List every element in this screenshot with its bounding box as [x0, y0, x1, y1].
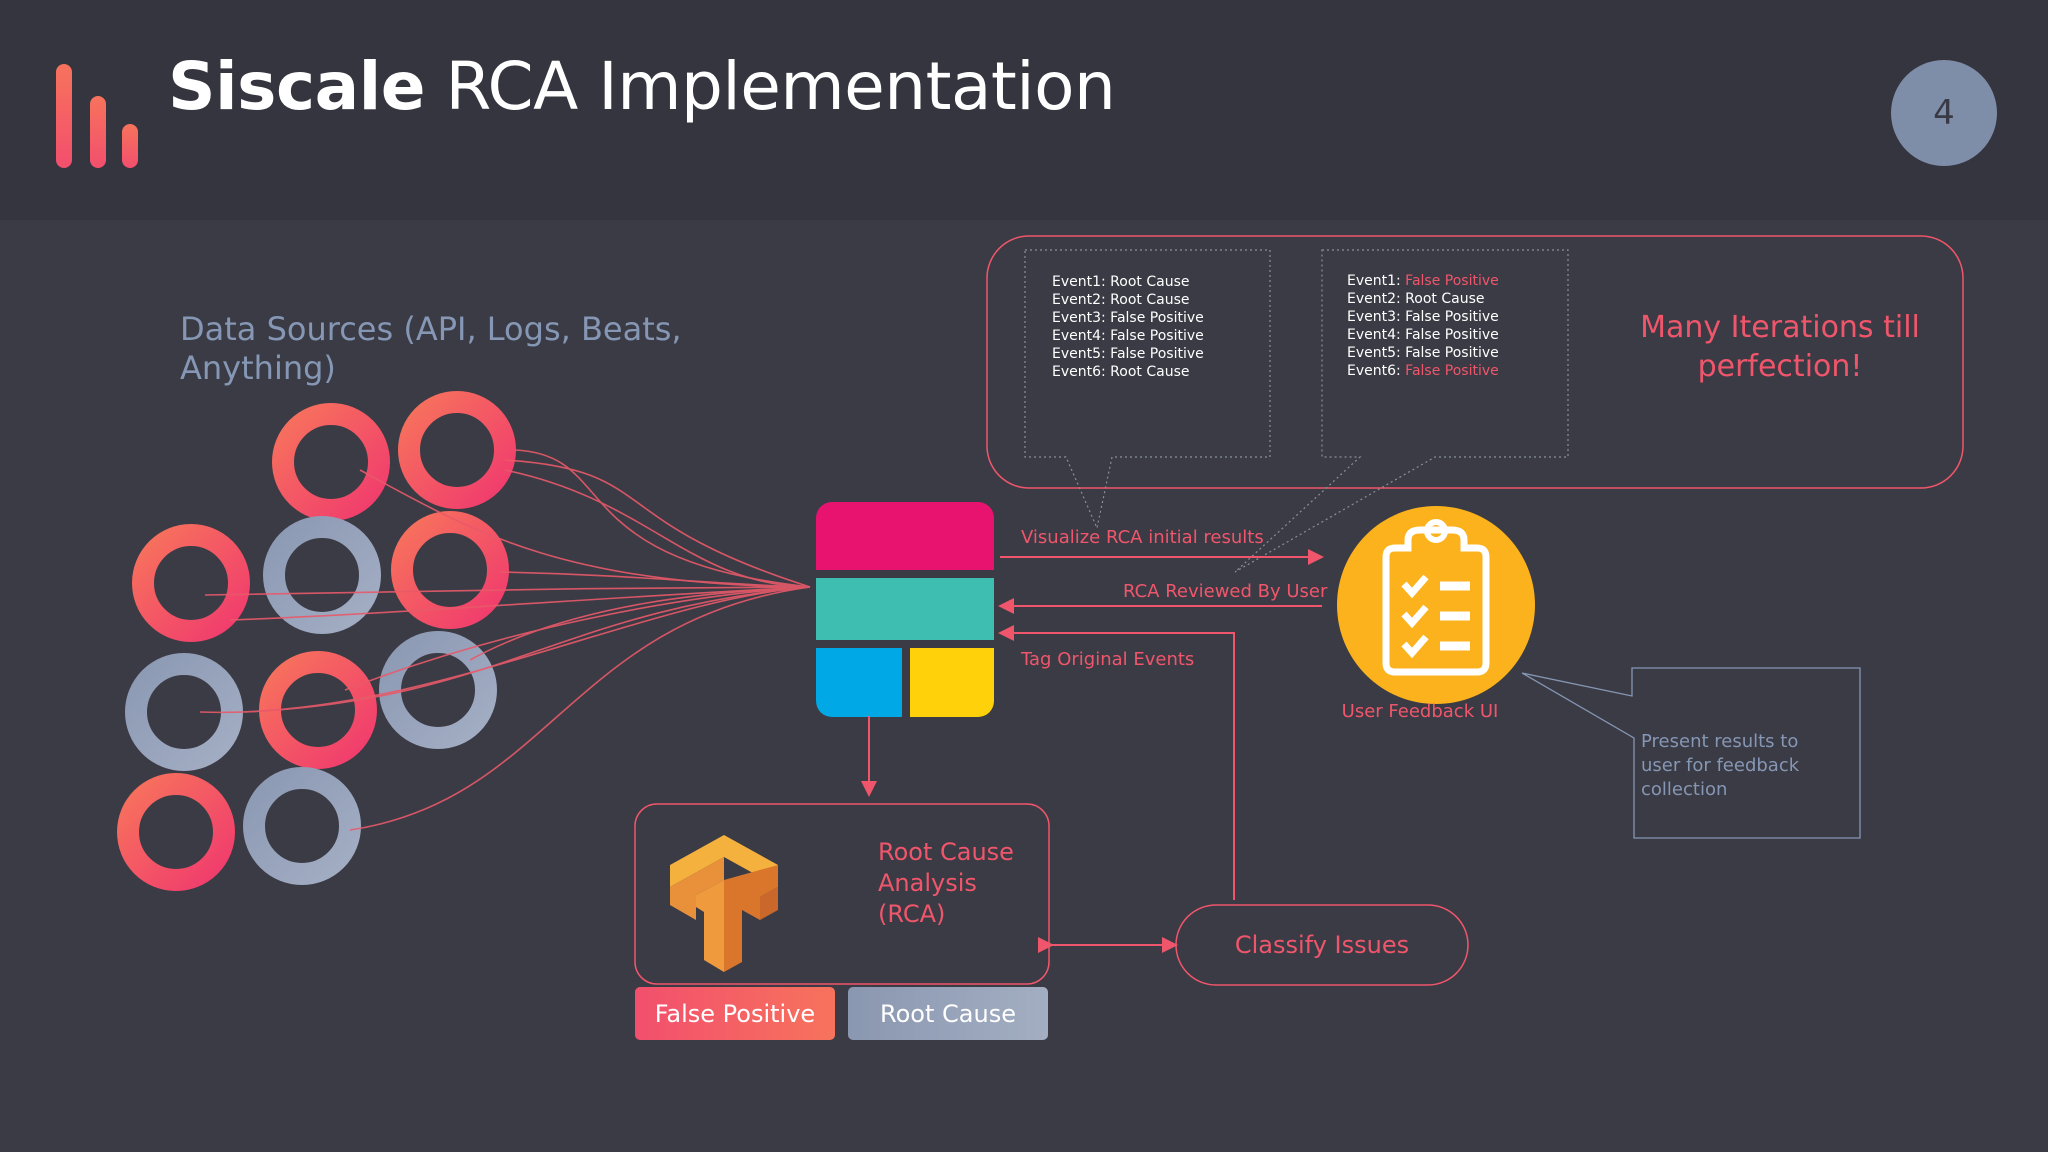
- event-row: Event3: False Positive: [1052, 309, 1204, 327]
- arrow-tag-events: [998, 625, 1235, 900]
- page-number-badge: 4: [1891, 60, 1997, 166]
- user-feedback-ui-label: User Feedback UI: [1341, 701, 1499, 722]
- visualize-label: Visualize RCA initial results: [1021, 527, 1264, 548]
- event-name: Event3:: [1052, 310, 1106, 326]
- siscale-logo-icon: [56, 64, 138, 168]
- event-row: Event2: Root Cause: [1347, 290, 1499, 308]
- root-cause-tag[interactable]: Root Cause: [848, 987, 1048, 1040]
- event-row: Event4: False Positive: [1052, 327, 1204, 345]
- speech-bubbles: [1024, 249, 1569, 573]
- kibana-logo-icon: [816, 502, 994, 717]
- present-results-callout: [1521, 667, 1861, 839]
- event-name: Event5:: [1052, 346, 1106, 362]
- event-name: Event5:: [1347, 345, 1401, 361]
- event-name: Event6:: [1347, 363, 1401, 379]
- event-name: Event2:: [1347, 291, 1401, 307]
- event-name: Event1:: [1052, 274, 1106, 290]
- event-result: Root Cause: [1105, 292, 1190, 308]
- classify-issues-pill: [1175, 904, 1469, 986]
- clipboard-checklist-icon: [1337, 506, 1535, 704]
- event-result: False Positive: [1400, 363, 1499, 379]
- iterations-box: [986, 235, 1964, 489]
- event-row: Event6: Root Cause: [1052, 363, 1204, 381]
- event-result: False Positive: [1105, 310, 1204, 326]
- event-name: Event4:: [1052, 328, 1106, 344]
- event-row: Event3: False Positive: [1347, 308, 1499, 326]
- event-name: Event2:: [1052, 292, 1106, 308]
- event-name: Event6:: [1052, 364, 1106, 380]
- source-connectors: [199, 449, 811, 831]
- event-result: False Positive: [1400, 327, 1499, 343]
- event-result: False Positive: [1400, 345, 1499, 361]
- event-row: Event4: False Positive: [1347, 326, 1499, 344]
- tensorflow-logo-icon: [670, 835, 778, 972]
- data-sources-cluster: [117, 391, 516, 891]
- data-sources-label: Data Sources (API, Logs, Beats, Anything…: [180, 310, 682, 387]
- page-title: Siscale RCA Implementation: [168, 48, 1116, 125]
- rca-label: Root Cause Analysis (RCA): [878, 838, 1014, 928]
- iterations-text: Many Iterations till perfection!: [1640, 310, 1920, 384]
- event-result: False Positive: [1105, 346, 1204, 362]
- event-result: Root Cause: [1400, 291, 1485, 307]
- event-name: Event3:: [1347, 309, 1401, 325]
- event-row: Event1: False Positive: [1347, 272, 1499, 290]
- rca-box: [634, 803, 1050, 985]
- event-result: Root Cause: [1105, 364, 1190, 380]
- event-row: Event5: False Positive: [1347, 344, 1499, 362]
- present-results-text: Present results to user for feedback col…: [1641, 731, 1800, 800]
- event-name: Event1:: [1347, 273, 1401, 289]
- event-result: False Positive: [1105, 328, 1204, 344]
- false-positive-tag[interactable]: False Positive: [635, 987, 835, 1040]
- event-name: Event4:: [1347, 327, 1401, 343]
- event-result: False Positive: [1400, 273, 1499, 289]
- classify-issues-label: Classify Issues: [1234, 931, 1410, 959]
- event-row: Event2: Root Cause: [1052, 291, 1204, 309]
- event-row: Event1: Root Cause: [1052, 273, 1204, 291]
- event-result: Root Cause: [1105, 274, 1190, 290]
- event-row: Event6: False Positive: [1347, 362, 1499, 380]
- header-bar: [0, 0, 2048, 220]
- event-result: False Positive: [1400, 309, 1499, 325]
- tag-events-label: Tag Original Events: [1021, 649, 1195, 670]
- event-row: Event5: False Positive: [1052, 345, 1204, 363]
- reviewed-label: RCA Reviewed By User: [1123, 581, 1328, 602]
